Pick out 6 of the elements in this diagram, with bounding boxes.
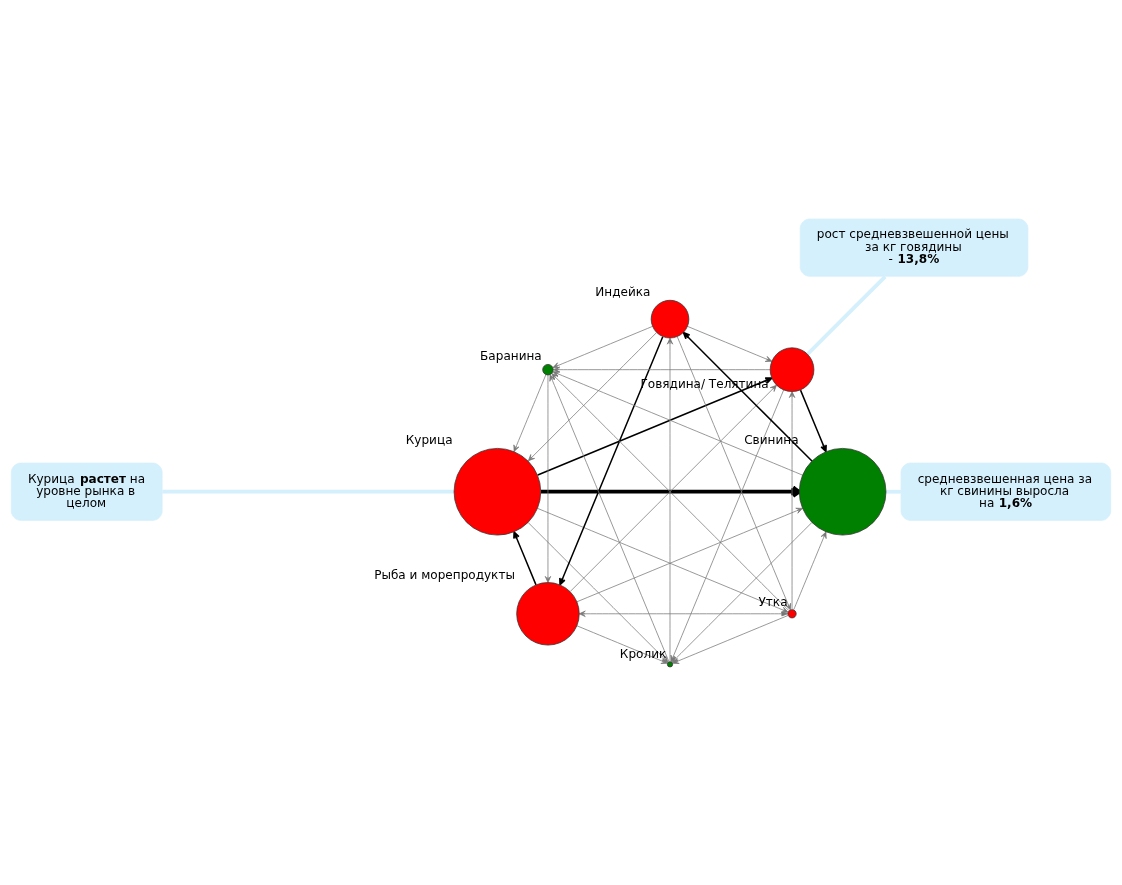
node-label: Утка xyxy=(758,594,788,609)
node-label: Баранина xyxy=(480,348,542,363)
node-label: Курица xyxy=(405,432,453,447)
node-label: Индейка xyxy=(595,284,651,299)
node-label: Рыба и морепродукты xyxy=(374,567,515,582)
node-label: Кролик xyxy=(619,646,667,661)
